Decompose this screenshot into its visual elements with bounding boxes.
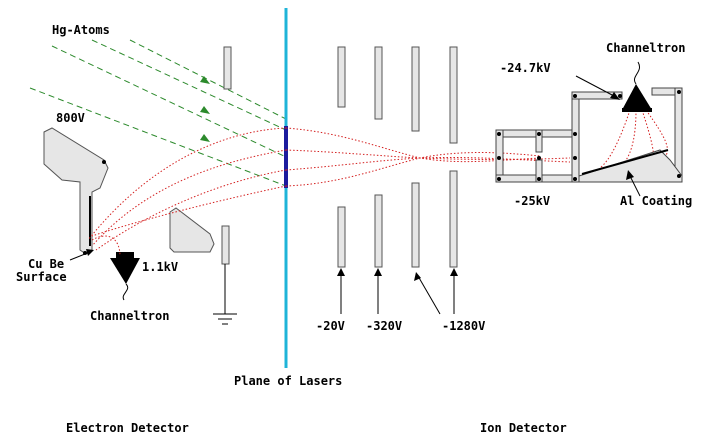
al-coating-line bbox=[581, 149, 669, 175]
ion-plate-2-top bbox=[374, 46, 383, 120]
ion-plate-1-bottom bbox=[337, 206, 346, 268]
electron-channeltron-icon bbox=[110, 258, 140, 284]
ion-plate-4-bottom bbox=[449, 170, 458, 268]
channeltron-cap bbox=[116, 252, 134, 258]
tube-inner-upper bbox=[535, 129, 543, 153]
ion-detector-label: Ion Detector bbox=[480, 421, 567, 435]
ion-plate-3-top bbox=[411, 46, 420, 132]
electron-conversion-path bbox=[619, 109, 637, 167]
tube-far-right bbox=[674, 87, 683, 179]
channeltron-lead bbox=[122, 283, 129, 301]
electron-conversion-path bbox=[599, 109, 631, 169]
electron-channeltron-label: Channeltron bbox=[90, 309, 169, 323]
electron-path-to-channeltron bbox=[91, 235, 121, 257]
cube-surface-label-line2: Surface bbox=[16, 270, 67, 284]
electron-conversion-path bbox=[641, 109, 655, 163]
atom-beam-1 bbox=[51, 45, 287, 158]
plate-voltage-1-label: -20V bbox=[316, 319, 345, 333]
electron-path bbox=[91, 149, 287, 247]
repeller-voltage-label: 800V bbox=[56, 111, 85, 125]
atom-beam-2 bbox=[91, 39, 287, 131]
tube-top-to-channeltron bbox=[571, 91, 623, 100]
tube-left-vertical bbox=[495, 129, 504, 183]
al-coating-label: Al Coating bbox=[620, 194, 692, 208]
deflector-electrode bbox=[169, 207, 215, 253]
ion-channeltron-icon bbox=[622, 84, 652, 110]
ion-plate-2-bottom bbox=[374, 194, 383, 268]
ion-optics-plates bbox=[337, 46, 458, 268]
plate-voltage-arrows bbox=[337, 268, 458, 315]
plate-voltage-3-label: -1280V bbox=[442, 319, 485, 333]
electron-path bbox=[87, 127, 287, 241]
electron-path bbox=[91, 185, 287, 237]
cube-surface-label-line1: Cu Be bbox=[28, 257, 64, 271]
ion-channeltron-label: Channeltron bbox=[606, 41, 685, 55]
electron-channeltron-voltage-label: 1.1kV bbox=[142, 260, 178, 274]
beam-arrowhead bbox=[200, 76, 210, 84]
hg-atoms-label: Hg-Atoms bbox=[52, 23, 110, 37]
electron-grid-top bbox=[223, 46, 232, 90]
beam-arrowhead bbox=[200, 106, 210, 114]
atom-beam-3 bbox=[129, 39, 287, 120]
repeller-electrode-800v bbox=[43, 127, 109, 255]
ion-plate-3-bottom bbox=[411, 182, 420, 268]
ion-plate-4-top bbox=[449, 46, 458, 144]
ion-channeltron-voltage-label: -24.7kV bbox=[500, 61, 551, 75]
electron-conversion-path bbox=[645, 109, 668, 159]
beam-arrowhead bbox=[200, 134, 210, 142]
ion-channeltron-lead bbox=[634, 61, 640, 85]
node-dot bbox=[102, 160, 106, 164]
ion-conversion-detector bbox=[495, 61, 683, 183]
plate-voltage-2-label: -320V bbox=[366, 319, 402, 333]
atom-beam-4 bbox=[29, 87, 287, 187]
channeltron-base bbox=[622, 108, 652, 112]
electron-path bbox=[95, 169, 287, 251]
electron-detector-assembly bbox=[43, 46, 237, 325]
annotation-arrows bbox=[69, 75, 641, 261]
ion-plate-1-top bbox=[337, 46, 346, 108]
electron-grid-bottom bbox=[221, 225, 230, 265]
ion-path bbox=[285, 149, 571, 160]
al-coated-plate bbox=[578, 149, 683, 183]
hg-atom-beams bbox=[29, 39, 287, 187]
plane-of-lasers-label: Plane of Lasers bbox=[234, 374, 342, 388]
particle-trajectories bbox=[87, 109, 668, 257]
electron-detector-label: Electron Detector bbox=[66, 421, 189, 435]
tube-right-vertical bbox=[571, 91, 580, 183]
conversion-voltage-label: -25kV bbox=[514, 194, 550, 208]
